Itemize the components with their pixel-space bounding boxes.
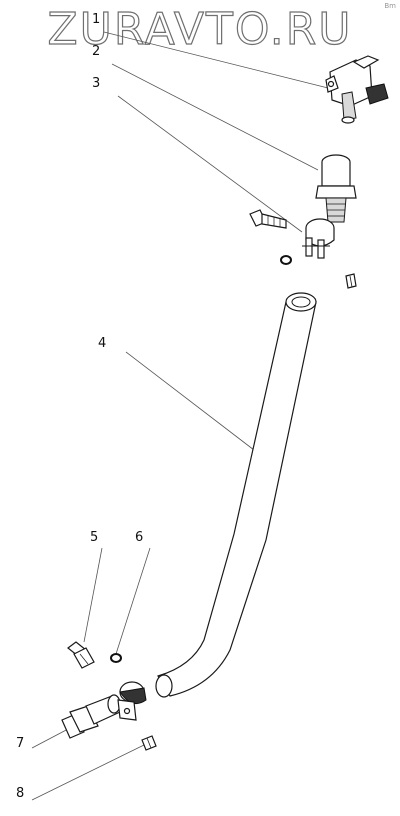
leader-line-7 — [31, 727, 71, 749]
leader-line-1 — [103, 31, 329, 89]
part-4-hose — [155, 292, 317, 698]
part-7-fitting — [61, 694, 121, 739]
callout-1: 1 — [92, 12, 101, 27]
callout-5: 5 — [90, 530, 99, 545]
part-5-bolt — [67, 641, 95, 669]
leader-line-3 — [117, 95, 303, 233]
bolt-upper — [249, 209, 287, 229]
part-6-washer — [110, 653, 122, 663]
callout-2: 2 — [92, 44, 101, 59]
part-3-clamp-upper — [302, 218, 335, 259]
part-8-nut — [141, 735, 157, 751]
callout-3: 3 — [92, 76, 101, 91]
callout-8: 8 — [16, 786, 25, 801]
washer-upper — [280, 255, 292, 265]
leader-line-6 — [115, 547, 151, 655]
nut-upper — [345, 273, 357, 289]
part-2-fitting — [315, 154, 357, 223]
leader-line-4 — [125, 351, 255, 451]
leader-line-5 — [83, 547, 103, 643]
corner-note: Bm — [384, 2, 396, 10]
part-1-valve — [325, 55, 389, 124]
callout-6: 6 — [135, 530, 144, 545]
callout-7: 7 — [16, 736, 25, 751]
callout-4: 4 — [98, 336, 107, 351]
leader-line-8 — [31, 743, 147, 801]
watermark-logo: ZURAVTO.RU — [47, 3, 353, 55]
clamp-lower — [117, 681, 147, 721]
leader-line-2 — [111, 63, 319, 171]
